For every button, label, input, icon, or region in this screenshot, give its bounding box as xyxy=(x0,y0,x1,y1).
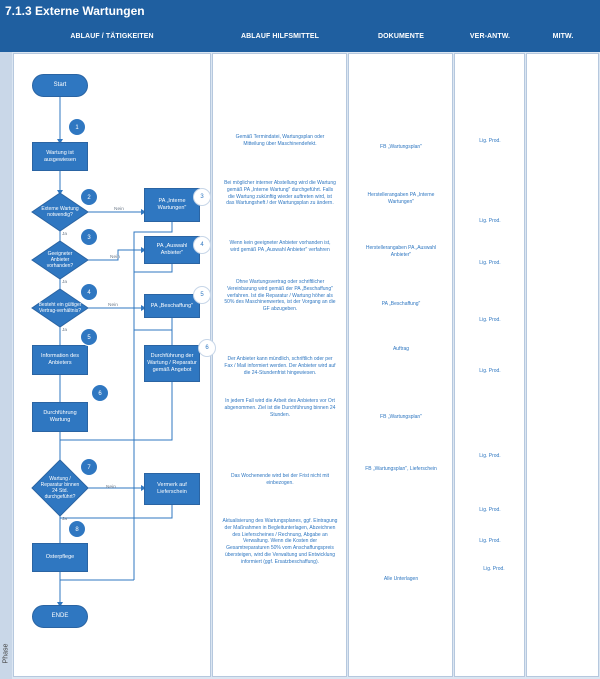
ja-label: Ja xyxy=(62,232,68,237)
nein-label: Nein xyxy=(108,303,118,308)
step-wartung-ausgewiesen: Wartung ist ausgewiesen xyxy=(32,142,88,171)
hilfsmittel-text-2: Bei möglicher interner Abstellung wird d… xyxy=(224,180,336,207)
ja-label: Ja xyxy=(62,328,68,333)
sub-auswahl-anbieter: PA „Auswahl Anbieter" xyxy=(144,236,200,264)
connector xyxy=(60,382,173,441)
connector xyxy=(60,505,173,519)
nein-label: Nein xyxy=(114,207,124,212)
end-node: ENDE xyxy=(32,605,88,628)
hilfsmittel-text-3: Wenn kein geeigneter Anbieter vorhanden … xyxy=(229,240,331,253)
nein-label: Nein xyxy=(110,255,120,260)
decision-diamond-3 xyxy=(31,240,89,280)
arrow-head xyxy=(141,485,146,491)
col-header-verantw: VER-ANTW. xyxy=(469,33,511,40)
step-number-4: 4 xyxy=(80,283,98,301)
dokument-text-2: Herstellerangaben PA „Interne Wartungen" xyxy=(367,192,435,205)
step-number-2: 2 xyxy=(80,188,98,206)
hilfsmittel-text-7: Das Wochenende wird bei der Frist nicht … xyxy=(230,473,329,486)
sub-durchfuehrung: Durchführung der Wartung / Reparatur gem… xyxy=(144,345,200,382)
arrow-head xyxy=(57,139,63,144)
sub-number-6: 6 xyxy=(198,339,216,357)
dokument-text-3: Herstellerangaben PA „Auswahl Anbieter" xyxy=(365,245,437,258)
decision-3-label: Geeigneter Anbieter vorhanden? xyxy=(46,251,74,269)
decision-diamond-2 xyxy=(31,192,89,232)
decision-4-label: Besteht ein gültiger Vertrag-verhältnis? xyxy=(38,302,82,314)
dokument-text-4: PA „Beschaffung" xyxy=(381,301,421,307)
start-node: Start xyxy=(32,74,88,97)
lane-verantw xyxy=(454,53,525,677)
dokument-text-1: FB „Wartungsplan" xyxy=(380,144,422,150)
ja-label: Ja xyxy=(62,517,68,522)
dokument-text-5: Auftrag xyxy=(392,346,410,352)
hilfsmittel-text-8: Aktualisierung des Wartungsplanes, ggf. … xyxy=(222,518,338,565)
step-information-anbieter: Information des Anbieters xyxy=(32,345,88,375)
verantw-text-7: Lig. Prod. xyxy=(479,507,501,513)
decision-7-label: Wartung / Reparatur binnen 24 Std. durch… xyxy=(40,476,80,500)
phase-bar xyxy=(0,52,12,679)
sub-number-4: 4 xyxy=(193,236,211,254)
step-number-7: 7 xyxy=(80,458,98,476)
hilfsmittel-text-6: In jedem Fall wird die Arbeit des Anbiet… xyxy=(224,398,336,418)
sub-vermerk-lieferschein: Vermerk auf Lieferschein xyxy=(144,473,200,505)
verantw-text-4: Lig. Prod. xyxy=(479,317,501,323)
connector xyxy=(88,249,144,261)
step-number-1: 1 xyxy=(68,118,86,136)
connector xyxy=(134,318,173,331)
sub-beschaffung: PA „Beschaffung" xyxy=(144,294,200,318)
step-durchfuehrung-wartung: Durchführung Wartung xyxy=(32,402,88,432)
arrow-head xyxy=(141,247,146,253)
verantw-text-1: Lig. Prod. xyxy=(479,138,501,144)
col-header-dokumente: DOKUMENTE xyxy=(377,33,424,40)
sub-interne-wartungen: PA „Interne Wartungen" xyxy=(144,188,200,222)
verantw-text-9: Lig. Prod. xyxy=(483,566,505,572)
arrow-head xyxy=(141,305,146,311)
verantw-text-6: Lig. Prod. xyxy=(479,453,501,459)
col-header-mitw: MITW. xyxy=(552,33,574,40)
step-osterpflege: Osterpflege xyxy=(32,543,88,572)
dokument-text-7: FB „Wartungsplan", Lieferschein xyxy=(365,466,437,472)
col-header-ablauf: ABLAUF / TÄTIGKEITEN xyxy=(70,33,154,40)
decision-diamond-7 xyxy=(31,459,89,517)
verantw-text-2: Lig. Prod. xyxy=(479,218,501,224)
lane-dokumente xyxy=(348,53,453,677)
step-number-8: 8 xyxy=(68,520,86,538)
sub-number-3: 3 xyxy=(193,188,211,206)
connector xyxy=(134,264,173,273)
lane-mitw xyxy=(526,53,599,677)
header-row xyxy=(0,22,600,52)
hilfsmittel-text-4: Ohne Wartungsvertrag oder schriftlicher … xyxy=(224,279,336,312)
connector xyxy=(133,222,173,580)
col-header-hilfsmittel: ABLAUF HILFSMITTEL xyxy=(240,33,319,40)
arrow-head xyxy=(141,209,146,215)
nein-label: Nein xyxy=(106,485,116,490)
page-title: 7.1.3 Externe Wartungen xyxy=(0,0,600,22)
step-number-6: 6 xyxy=(91,384,109,402)
ja-label: Ja xyxy=(62,280,68,285)
verantw-text-5: Lig. Prod. xyxy=(479,368,501,374)
lane-hilfsmittel xyxy=(212,53,347,677)
decision-2-label: Externe Wartung notwendig? xyxy=(41,206,79,218)
hilfsmittel-text-1: Gemäß Termindatei, Wartungsplan oder Mit… xyxy=(235,134,325,147)
sub-number-5: 5 xyxy=(193,286,211,304)
dokument-text-8: Alle Unterlagen xyxy=(383,576,419,582)
dokument-text-6: FB „Wartungsplan" xyxy=(380,414,422,420)
arrow-head xyxy=(57,602,63,607)
hilfsmittel-text-5: Der Anbieter kann mündlich, schriftlich … xyxy=(224,356,336,376)
step-number-5: 5 xyxy=(80,328,98,346)
verantw-text-3: Lig. Prod. xyxy=(479,260,501,266)
decision-diamond-4 xyxy=(31,288,89,328)
verantw-text-8: Lig. Prod. xyxy=(479,538,501,544)
step-number-3: 3 xyxy=(80,228,98,246)
